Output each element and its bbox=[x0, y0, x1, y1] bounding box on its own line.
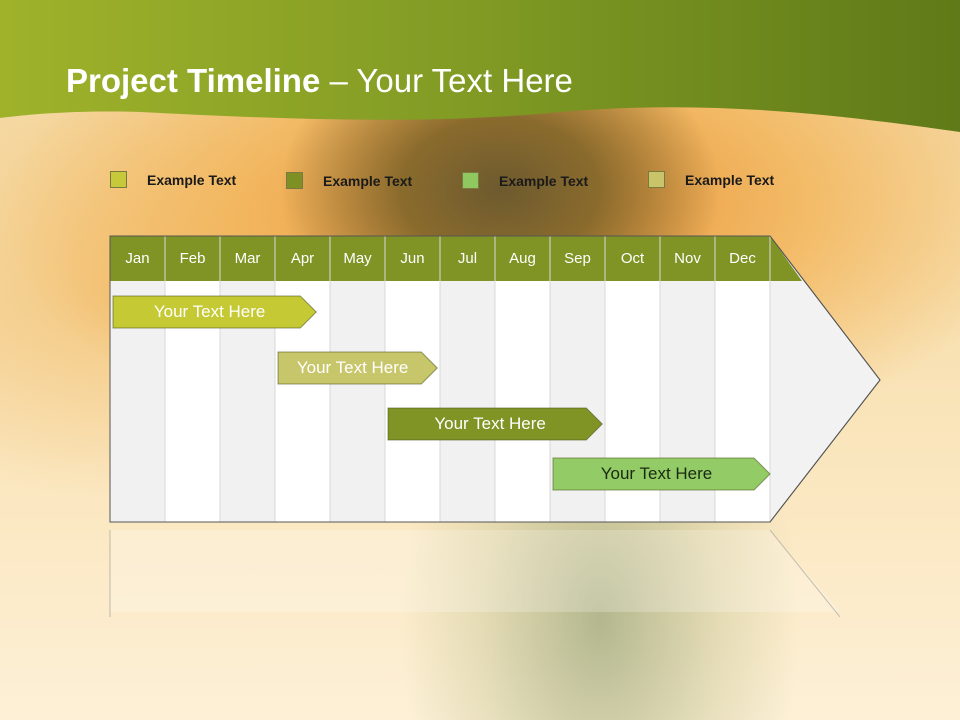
month-column bbox=[440, 281, 495, 522]
month-label: Jul bbox=[457, 250, 478, 267]
month-label: Feb bbox=[179, 250, 206, 267]
month-column bbox=[495, 281, 550, 522]
title-bold: Project Timeline bbox=[66, 62, 321, 99]
timeline-bar bbox=[387, 407, 603, 441]
month-header-band bbox=[110, 236, 802, 281]
month-label: Apr bbox=[290, 250, 315, 267]
timeline-bar bbox=[277, 351, 438, 385]
month-label: Sep bbox=[564, 250, 591, 267]
legend-label: Example Text bbox=[499, 173, 589, 189]
month-column bbox=[330, 281, 385, 522]
timeline-bar-label: Your Text Here bbox=[153, 302, 266, 321]
title-rest: – Your Text Here bbox=[320, 62, 573, 99]
legend-label: Example Text bbox=[323, 173, 413, 189]
reflection-edge bbox=[769, 529, 841, 618]
timeline-reflection bbox=[110, 530, 840, 612]
legend-swatch bbox=[110, 171, 127, 188]
header-banner bbox=[0, 0, 960, 132]
timeline-arrow-outline bbox=[109, 235, 881, 523]
legend-swatch bbox=[286, 172, 303, 189]
legend-swatch bbox=[462, 172, 479, 189]
timeline-bar-label: Your Text Here bbox=[600, 464, 713, 483]
slide-title: Project Timeline – Your Text Here bbox=[66, 62, 573, 100]
month-label: Aug bbox=[509, 250, 536, 267]
timeline-bar bbox=[112, 295, 317, 329]
month-label: Jan bbox=[125, 250, 150, 267]
legend-label: Example Text bbox=[147, 172, 237, 188]
timeline-bar-label: Your Text Here bbox=[434, 414, 546, 433]
timeline-bar bbox=[552, 457, 771, 491]
month-column bbox=[385, 281, 440, 522]
month-label: Jun bbox=[400, 250, 425, 267]
month-label: Dec bbox=[729, 250, 756, 267]
timeline-bar-label: Your Text Here bbox=[296, 358, 409, 377]
month-label: Nov bbox=[674, 250, 701, 267]
month-label: Oct bbox=[620, 250, 645, 267]
legend-swatch bbox=[648, 171, 665, 188]
legend-label: Example Text bbox=[685, 172, 775, 188]
month-label: May bbox=[343, 250, 372, 267]
month-label: Mar bbox=[234, 250, 261, 267]
